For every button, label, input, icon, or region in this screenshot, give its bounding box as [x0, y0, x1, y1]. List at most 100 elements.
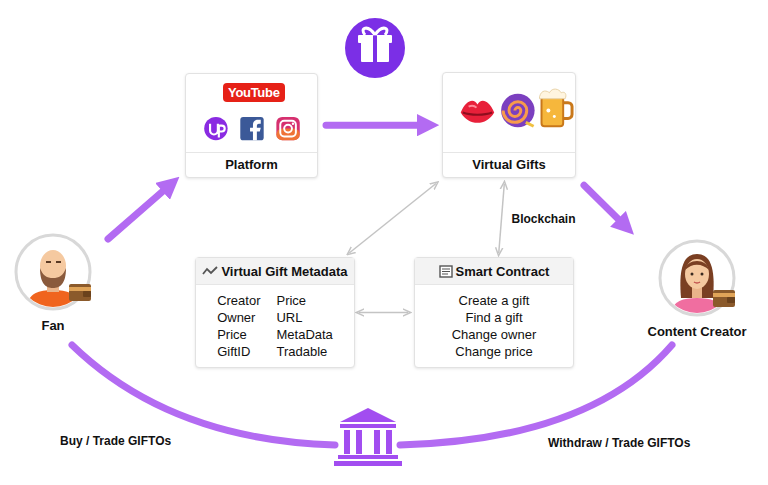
gift-icons-part-part — [546, 109, 550, 113]
contract-icon-part — [440, 266, 452, 277]
panel-title: Virtual Gift Metadata — [221, 264, 347, 279]
creator-avatar-part-part — [685, 259, 709, 289]
function-name: Change owner — [452, 327, 537, 342]
bank-icon-part — [344, 430, 350, 454]
bank-icon-part — [338, 455, 398, 459]
gift-badge-part — [373, 35, 377, 62]
flow-label: Buy / Trade GIFTOs — [60, 434, 171, 448]
flow-arrow — [584, 185, 626, 227]
creator-avatar-part — [669, 254, 725, 318]
platform-icons-part-part — [240, 117, 263, 140]
panel-title: Smart Contract — [456, 264, 550, 279]
gifts-box: Virtual Gifts — [442, 72, 576, 178]
creator-avatar-part-part — [713, 293, 735, 297]
function-list: Create a giftFind a giftChange ownerChan… — [415, 285, 573, 359]
fan-avatar-part-part — [69, 287, 91, 291]
bank-icon-part — [334, 461, 402, 466]
field-grid: CreatorPriceOwnerURLPriceMetaDataGiftIDT… — [196, 285, 354, 359]
gift-icons-part — [461, 101, 494, 123]
field-name: Tradable — [276, 344, 332, 359]
field-name: Creator — [217, 293, 260, 308]
platform-icons-part — [240, 117, 263, 140]
gift-badge-part — [342, 15, 408, 81]
fan-avatar-part-part — [56, 261, 61, 263]
field-name: MetaData — [276, 327, 332, 342]
box-title: Virtual Gifts — [443, 152, 575, 177]
platform-icons-part-part — [284, 125, 292, 133]
function-name: Change price — [455, 344, 532, 359]
gift-icons-part-part — [563, 103, 572, 119]
fan-node: Fan — [6, 232, 100, 333]
creator-avatar-part-part — [727, 297, 735, 303]
metadata-icon — [202, 266, 218, 276]
field-name: GiftID — [217, 344, 260, 359]
fan-avatar-part-part — [83, 291, 91, 297]
contract-icon-part — [442, 269, 450, 274]
gift-icons-part-part — [461, 101, 494, 123]
link-arrow — [359, 312, 408, 314]
field-name: Price — [276, 293, 332, 308]
box-title: Platform — [186, 152, 317, 177]
gift-icons-part-part — [463, 113, 493, 115]
fan-avatar-part-part — [40, 268, 66, 288]
gift-icons — [443, 73, 575, 152]
gift-badge-part — [363, 28, 387, 35]
platform-icons-part-part — [292, 123, 294, 125]
fan-avatar-part-part — [69, 284, 91, 301]
contract-box: Smart ContractCreate a giftFind a giftCh… — [414, 257, 574, 368]
creator-avatar — [657, 238, 737, 318]
platform-icons-part-part — [250, 120, 261, 140]
creator-avatar-part-part — [701, 273, 704, 276]
creator-avatar-part-part — [680, 254, 713, 298]
platform-icons-part — [276, 117, 299, 140]
field-name: Owner — [217, 310, 260, 325]
creator-avatar-part-part — [713, 290, 735, 307]
bank-icon-part — [374, 430, 380, 454]
flow-arrow — [326, 122, 428, 129]
gift-icons-part — [540, 89, 573, 126]
metadata-icon-part — [203, 267, 217, 274]
bank-icon-part — [386, 430, 392, 454]
fan-avatar — [13, 232, 93, 312]
fan-avatar-part — [25, 250, 81, 312]
panel-header: Smart Contract — [415, 258, 573, 285]
field-name: Price — [217, 327, 260, 342]
icon-area — [443, 73, 575, 152]
exchange-arc — [72, 345, 672, 445]
link-arrow — [349, 183, 436, 253]
platform-icons-part — [204, 117, 227, 140]
contract-icon — [439, 265, 453, 278]
gift-icons-part-part — [501, 94, 534, 127]
fan-avatar-part — [69, 284, 91, 301]
gift-icons-part — [501, 94, 534, 127]
flow-arrow — [108, 184, 171, 239]
gift-badge-part — [345, 18, 405, 78]
gift-icons-part-part — [553, 115, 556, 118]
metadata-box: Virtual Gift MetadataCreatorPriceOwnerUR… — [195, 257, 355, 368]
person-name: Fan — [41, 318, 64, 333]
creator-avatar-part-part — [694, 282, 700, 283]
creator-avatar-part-part — [691, 273, 694, 276]
person-name: Content Creator — [648, 324, 747, 339]
bank-icon — [334, 408, 402, 466]
creator-avatar-part-part — [685, 261, 709, 270]
platform-icons-part-part — [210, 124, 225, 138]
gift-icons-part-part — [503, 102, 527, 123]
platform-icons-part-part — [276, 117, 299, 140]
gift-icons-part-part — [526, 122, 534, 126]
link-arrow — [499, 184, 505, 253]
bank-icon-part — [340, 424, 396, 428]
gift-icons-part-part — [469, 106, 477, 108]
youtube-logo: YouTube — [223, 83, 285, 102]
gift-badge — [342, 15, 408, 81]
platform-icons-part-part — [204, 117, 227, 140]
panel-header: Virtual Gift Metadata — [196, 258, 354, 285]
function-name: Find a gift — [465, 310, 522, 325]
field-name: URL — [276, 310, 332, 325]
bank-icon-part — [340, 408, 396, 422]
function-name: Create a gift — [459, 293, 530, 308]
gift-icons-part-part — [540, 89, 566, 99]
flow-label: Withdraw / Trade GIFTOs — [548, 436, 690, 450]
gift-icons-part-part — [542, 97, 564, 127]
